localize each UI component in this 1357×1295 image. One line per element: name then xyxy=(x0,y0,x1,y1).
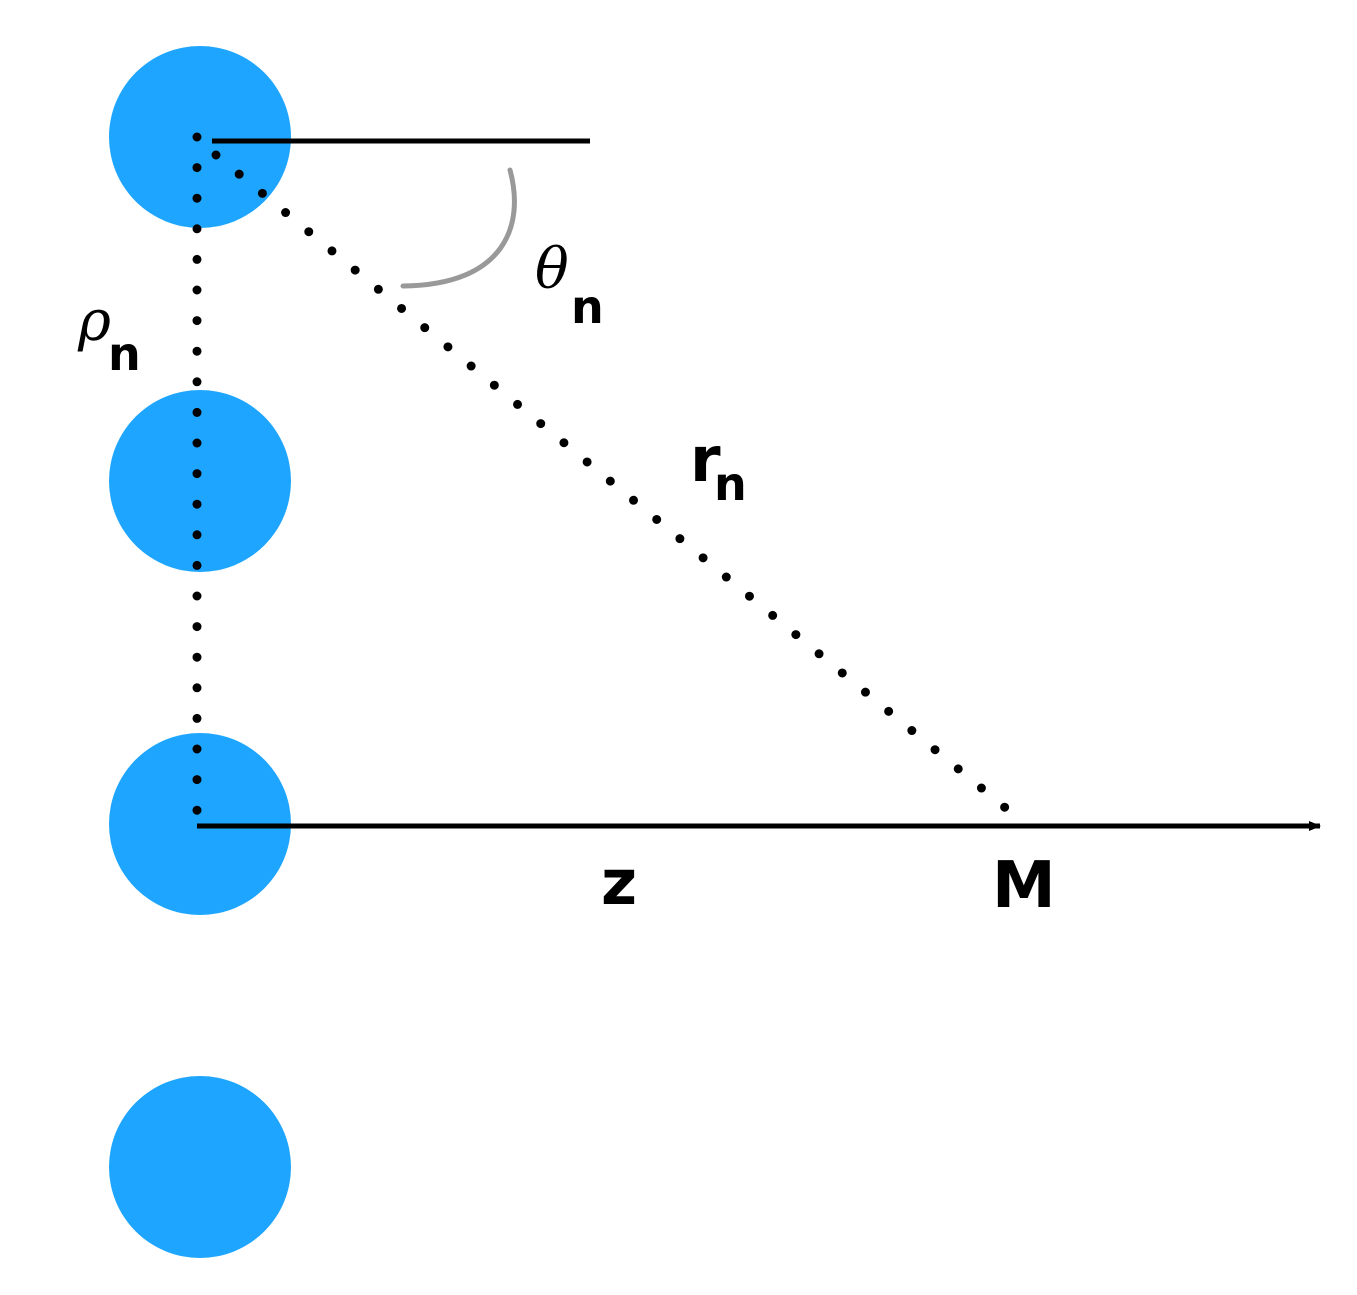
theta-subscript: n xyxy=(571,280,604,334)
rho-subscript: n xyxy=(108,327,141,381)
theta-angle-arc xyxy=(400,167,517,289)
particle-2 xyxy=(109,390,291,572)
r-dotted-line xyxy=(211,150,1019,820)
r-subscript: n xyxy=(714,457,747,511)
z-label: z xyxy=(601,846,637,919)
particle-4 xyxy=(109,1076,291,1258)
m-label: M xyxy=(992,849,1056,923)
rho-label: ρ xyxy=(77,289,111,354)
r-label: r xyxy=(690,423,721,496)
theta-label: θ xyxy=(535,237,569,302)
